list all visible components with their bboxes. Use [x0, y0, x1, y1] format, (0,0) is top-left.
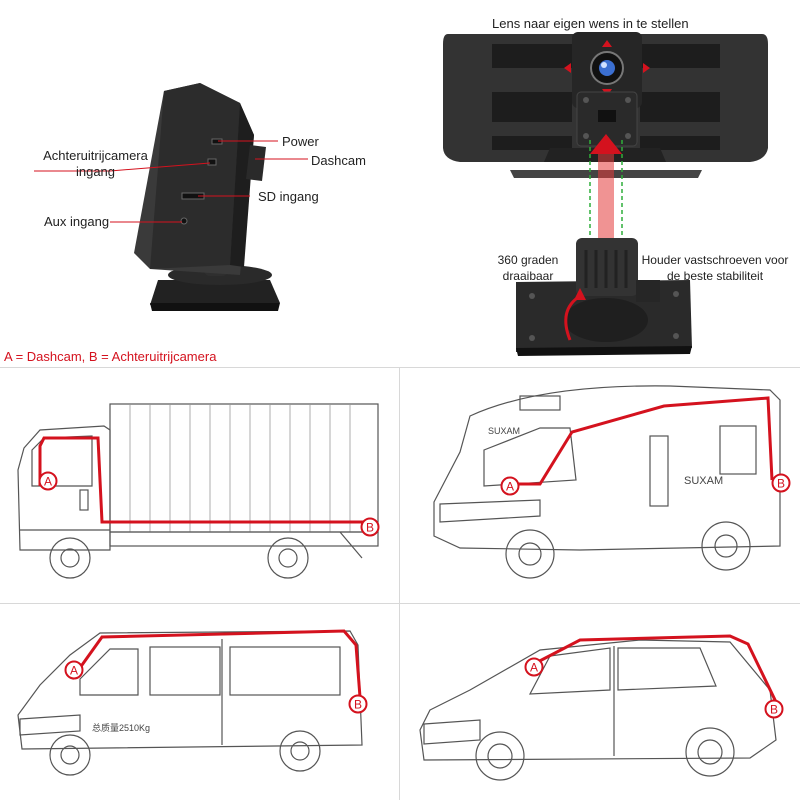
marker-b-truck: B: [360, 517, 380, 537]
label-sd-input: SD ingang: [258, 189, 319, 204]
divider-middle: [0, 603, 800, 604]
label-lens: Lens naar eigen wens in te stellen: [492, 16, 689, 31]
svg-text:B: B: [354, 698, 362, 712]
device-back-view: [443, 32, 768, 356]
svg-text:A: A: [530, 661, 538, 675]
label-aux-input: Aux ingang: [44, 214, 110, 229]
label-rear-camera-input: Achteruitrijcamera ingang: [43, 148, 148, 179]
rv-sketch: SUXAM SUXAM: [433, 385, 781, 579]
svg-text:SUXAM: SUXAM: [488, 426, 520, 436]
svg-text:B: B: [366, 521, 374, 535]
divider-vertical: [399, 367, 400, 800]
divider-top: [0, 367, 800, 368]
svg-text:A: A: [506, 480, 514, 494]
label-dashcam: Dashcam: [311, 153, 366, 168]
device-side-view: [34, 83, 308, 311]
marker-b-rv: B: [771, 473, 791, 493]
marker-b-suv: B: [764, 699, 784, 719]
marker-a-van: A: [64, 660, 84, 680]
label-mount-stability: Houder vastschroeven voor de beste stabi…: [641, 253, 789, 283]
suv-sketch: [419, 634, 778, 781]
svg-text:总质量2510Kg: 总质量2510Kg: [92, 722, 150, 733]
svg-text:B: B: [770, 703, 778, 717]
van-sketch: 总质量2510Kg: [17, 629, 363, 776]
svg-text:A: A: [44, 475, 52, 489]
svg-text:B: B: [777, 477, 785, 491]
marker-a-rv: A: [500, 476, 520, 496]
legend-marker-meaning: A = Dashcam, B = Achteruitrijcamera: [4, 349, 217, 364]
marker-a-suv: A: [524, 657, 544, 677]
truck-sketch: [17, 403, 379, 579]
svg-text:SUXAM: SUXAM: [684, 475, 723, 487]
marker-b-van: B: [348, 694, 368, 714]
label-rotate-360: 360 graden draaibaar: [497, 253, 559, 283]
marker-a-truck: A: [38, 471, 58, 491]
label-power: Power: [282, 134, 319, 149]
svg-text:A: A: [70, 664, 78, 678]
